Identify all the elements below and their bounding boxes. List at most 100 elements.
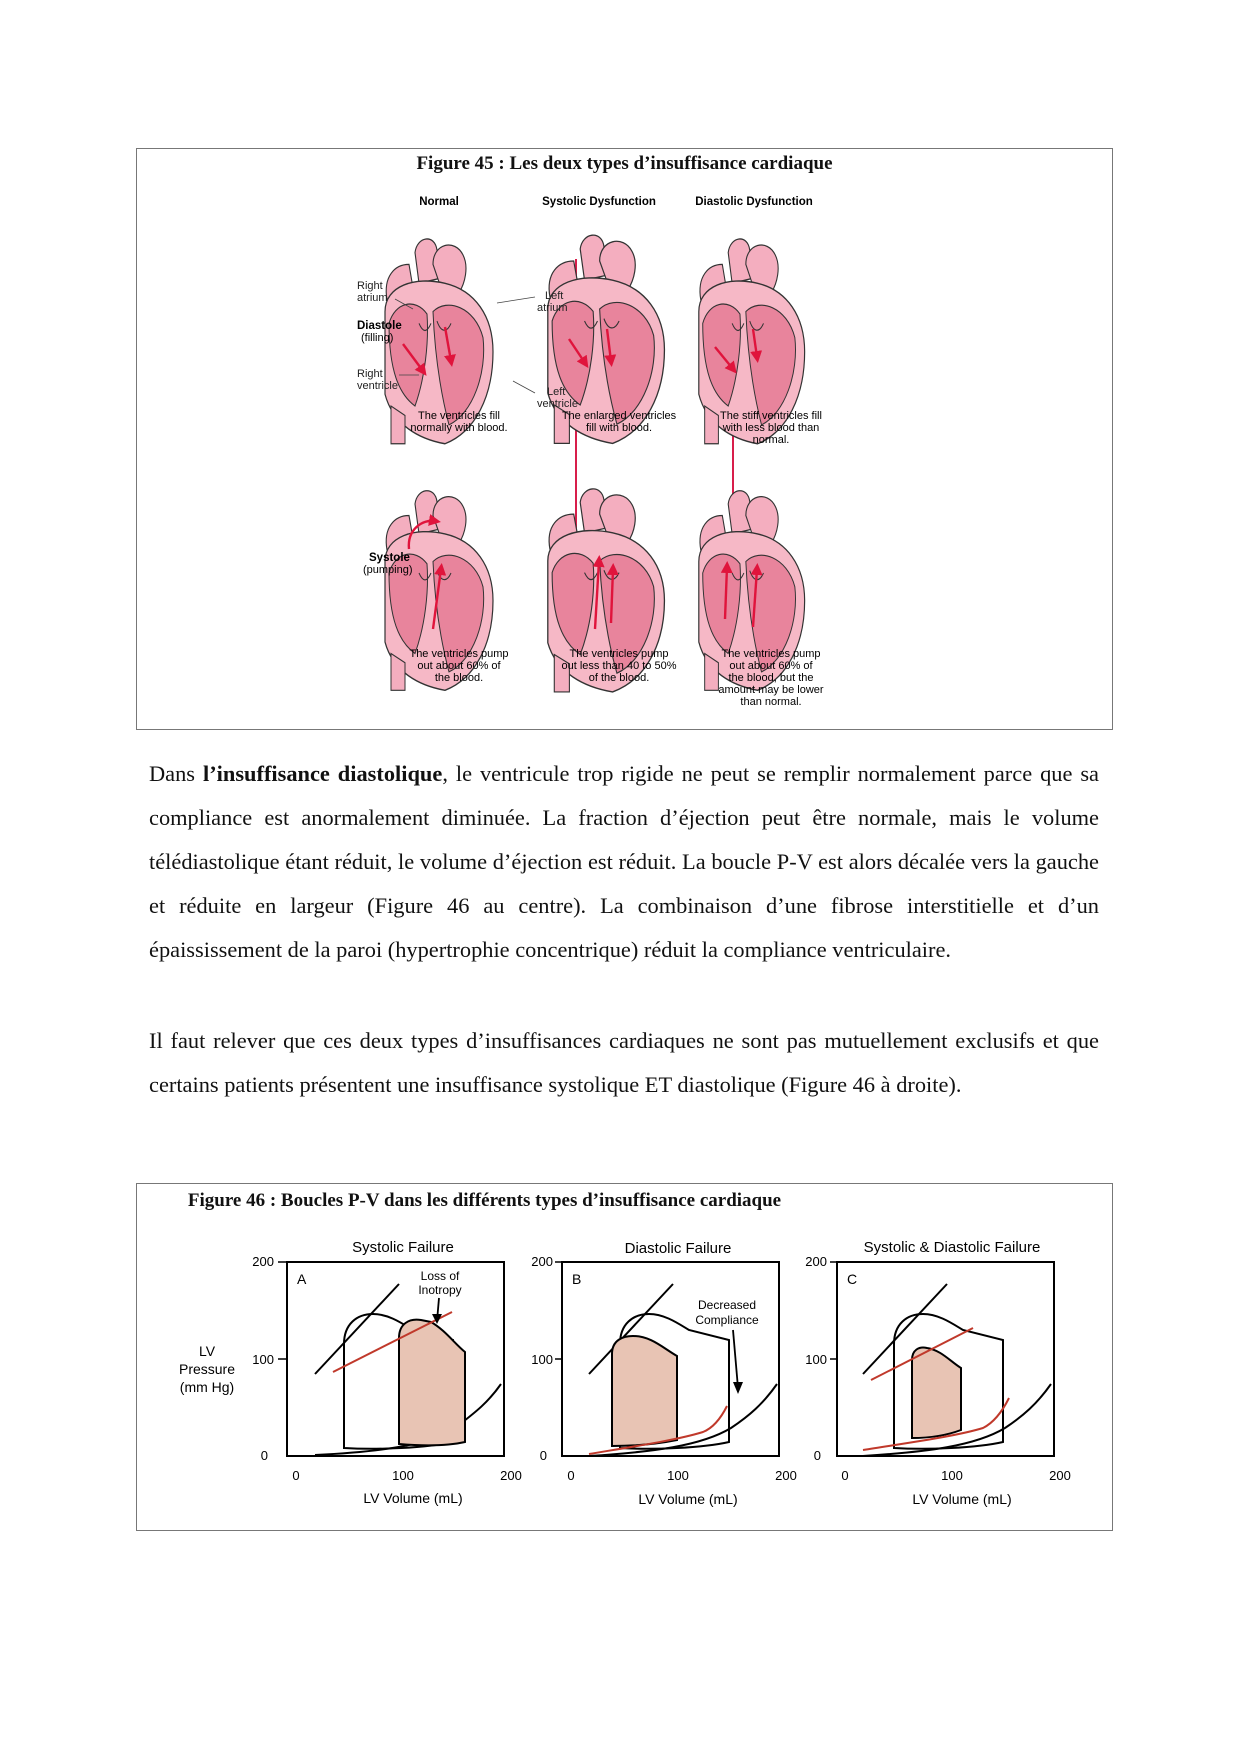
caption-normal-systole-2: out about 60% of [417,660,501,672]
x-tick-label: 100 [667,1468,689,1483]
y-axis-label-2: Pressure [179,1361,235,1377]
pv-panel-systolic-failure: Systolic Failure A 200 100 0 0 100 200 L… [252,1239,522,1506]
label-left-atrium-1: Left [545,290,563,302]
caption-diastolic-systole-5: than normal. [740,696,801,708]
paragraph-1-bold: l’insuffisance diastolique [202,761,443,786]
caption-diastolic-diastole-2: with less blood than [722,422,820,434]
pv-panel-diastolic-failure: Diastolic Failure B 200 100 0 0 100 200 … [531,1240,797,1507]
panel-title: Diastolic Failure [625,1240,732,1257]
x-axis-label: LV Volume (mL) [363,1490,462,1506]
label-leader-lines [394,296,536,394]
annotation-line-2: Inotropy [418,1283,461,1297]
x-ticks: 0 100 200 [292,1468,521,1483]
panel-letter: B [572,1271,581,1287]
y-tick-label: 100 [531,1352,553,1367]
annotation-arrow [732,1329,739,1389]
pv-panel-combined-failure: Systolic & Diastolic Failure C 200 100 0… [805,1239,1071,1507]
x-tick-label: 100 [941,1468,963,1483]
espvr [588,1283,674,1375]
caption-diastolic-diastole-1: The stiff ventricles fill [720,410,822,422]
figure-46-title: Figure 46 : Boucles P-V dans les différe… [187,1190,782,1211]
x-tick-label: 200 [1049,1468,1071,1483]
caption-normal-diastole-2: normally with blood. [410,422,507,434]
figure-45: Figure 45 : Les deux types d’insuffisanc… [136,148,1113,730]
caption-normal-diastole-1: The ventricles fill [418,410,500,422]
y-tick-label: 0 [540,1448,547,1463]
plot-frame [286,1261,505,1457]
caption-diastolic-systole-2: out about 60% of [729,660,813,672]
y-axis-label-3: (mm Hg) [180,1379,234,1395]
annotation-arrowhead [733,1382,743,1394]
caption-diastolic-systole-4: amount may be lower [718,684,823,696]
figure-46: Figure 46 : Boucles P-V dans les différe… [136,1183,1113,1531]
espvr-reduced [870,1327,974,1381]
column-heading-systolic: Systolic Dysfunction [542,196,656,208]
caption-systolic-systole-1: The ventricles pump [569,648,668,660]
espvr-reduced [332,1311,453,1373]
caption-systolic-diastole-1: The enlarged ventricles [562,410,677,422]
x-tick-label: 100 [392,1468,414,1483]
pv-loop-normal [619,1312,730,1450]
row-label-systole-sub: (pumping) [363,564,413,576]
espvr-normal [862,1283,948,1375]
y-ticks: 200 100 0 [531,1254,553,1463]
x-ticks: 0 100 200 [841,1468,1070,1483]
y-tick-label: 0 [261,1448,268,1463]
caption-normal-systole-3: the blood. [435,672,483,684]
caption-systolic-diastole-2: fill with blood. [586,422,652,434]
y-tick-label: 200 [805,1254,827,1269]
panel-letter: C [847,1271,857,1287]
caption-systolic-systole-3: of the blood. [589,672,650,684]
edpvr-stiff [588,1405,728,1455]
caption-diastolic-systole-1: The ventricles pump [721,648,820,660]
y-tick-label: 0 [814,1448,821,1463]
x-tick-label: 0 [567,1468,574,1483]
paragraph-1-rest: , le ventricule trop rigide ne peut se r… [149,761,1099,962]
paragraph-diastolic-failure: Dans l’insuffisance diastolique, le vent… [149,752,1099,972]
x-tick-label: 200 [500,1468,522,1483]
y-axis-label: LV Pressure (mm Hg) [179,1343,235,1395]
column-heading-diastolic: Diastolic Dysfunction [695,196,813,208]
y-tick-label: 200 [252,1254,274,1269]
pv-loop-failure [911,1346,962,1440]
captions-diastole: The ventricles fill normally with blood.… [410,410,822,446]
annotation: Decreased Compliance [695,1298,759,1327]
caption-diastolic-systole-3: the blood, but the [728,672,813,684]
y-ticks: 200 100 0 [805,1254,827,1463]
x-axis-label: LV Volume (mL) [912,1491,1011,1507]
pv-loop-failure [398,1318,466,1447]
row-label-systole: Systole [369,552,410,564]
figure-45-title: Figure 45 : Les deux types d’insuffisanc… [416,153,833,174]
edpvr-stiff [862,1397,1010,1451]
x-tick-label: 200 [775,1468,797,1483]
heart-illustration: Normal Systolic Dysfunction Diastolic Dy… [357,196,824,708]
pv-loop-failure [611,1334,678,1448]
paragraph-1-start: Dans [149,761,203,786]
row-label-diastole-sub: (filling) [361,332,393,344]
label-right-ventricle-2: ventricle [357,380,398,392]
paragraph-combined-failure: Il faut relever que ces deux types d’ins… [149,1028,1099,1097]
y-tick-label: 100 [252,1352,274,1367]
espvr-normal [314,1283,400,1375]
x-ticks: 0 100 200 [567,1468,796,1483]
caption-diastolic-diastole-3: normal. [753,434,790,446]
y-tick-label: 200 [531,1254,553,1269]
caption-normal-systole-1: The ventricles pump [409,648,508,660]
panel-title: Systolic & Diastolic Failure [864,1239,1041,1256]
y-axis-label-1: LV [199,1343,216,1359]
label-right-atrium-2: atrium [357,292,388,304]
label-right-atrium-1: Right [357,280,383,292]
column-heading-normal: Normal [419,196,459,208]
annotation: Loss of Inotropy [418,1269,461,1297]
edpvr-normal [862,1383,1052,1457]
caption-systolic-systole-2: out less than 40 to 50% [562,660,677,672]
annotation-line-1: Loss of [421,1269,460,1283]
label-left-ventricle-2: ventricle [537,398,578,410]
x-axis-label: LV Volume (mL) [638,1491,737,1507]
x-tick-label: 0 [841,1468,848,1483]
x-tick-label: 0 [292,1468,299,1483]
annotation-line-2: Compliance [695,1313,759,1327]
y-ticks: 200 100 0 [252,1254,274,1463]
flow-arrows [402,326,763,630]
label-left-ventricle-1: Left [547,386,565,398]
